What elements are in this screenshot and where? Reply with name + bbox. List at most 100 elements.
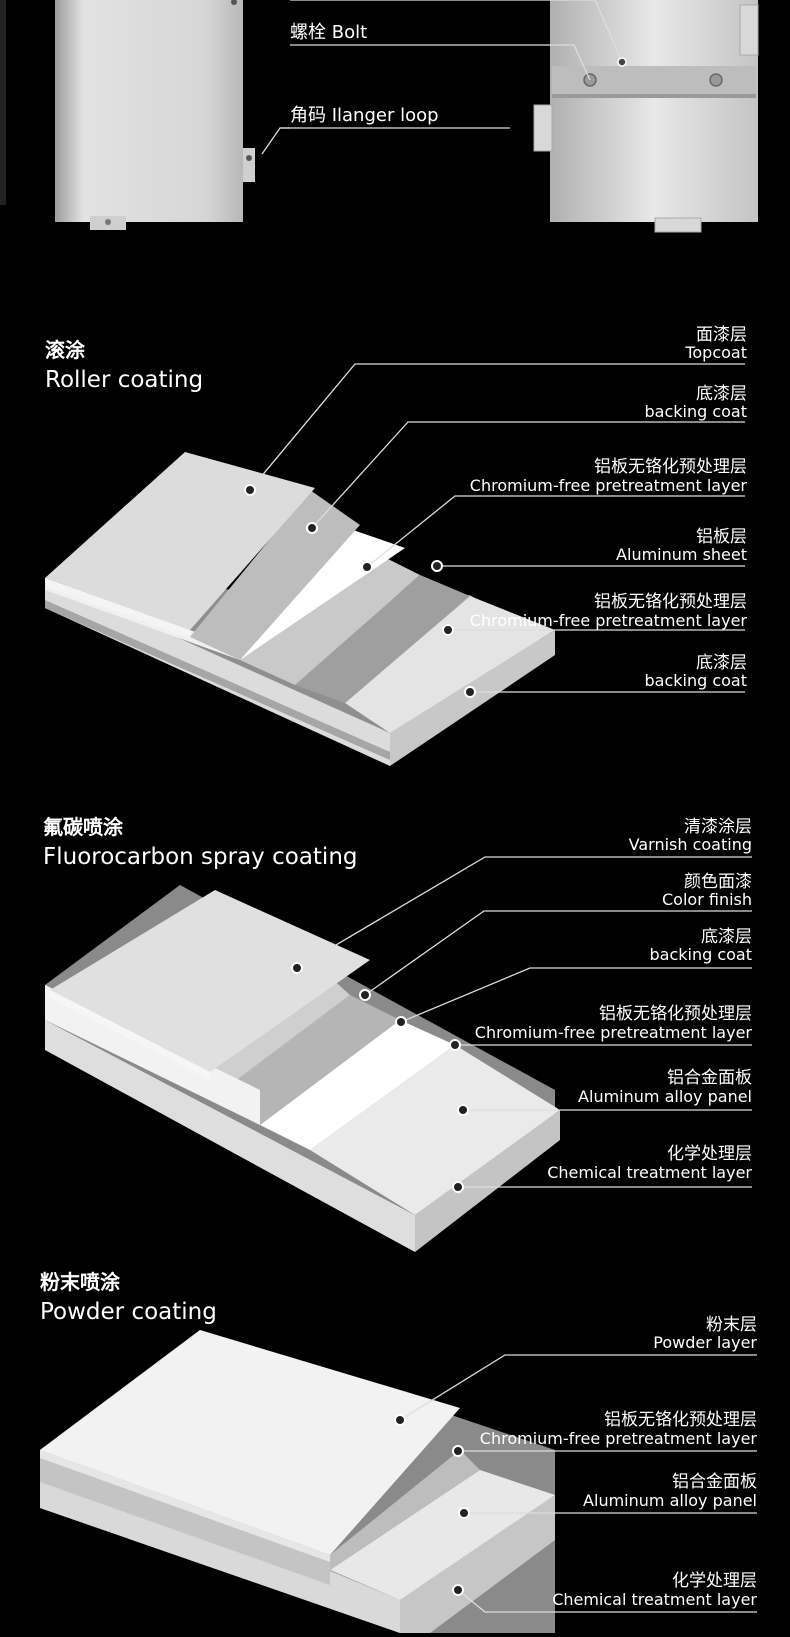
powder-leader-powder — [399, 1354, 757, 1421]
bolt-right — [709, 73, 723, 87]
roller-dot-6 — [464, 686, 476, 698]
powder-label-en-1: Chromium-free pretreatment layer — [480, 1429, 758, 1448]
powder-title-cn: 粉末喷涂 — [40, 1270, 121, 1294]
fluoro-label-cn-1: 颜色面漆 — [684, 872, 752, 892]
roller-slab-stripe — [45, 600, 390, 760]
panel-illustration: 螺栓 Bolt 角码 Ilanger loop — [0, 0, 759, 233]
roller-layer-topcoat — [45, 452, 315, 630]
roller-label-cn-5: 底漆层 — [696, 653, 747, 673]
powder-layer-powder — [40, 1330, 460, 1555]
powder-label-cn-3: 化学处理层 — [672, 1571, 757, 1591]
fluoro-dot-1 — [291, 962, 303, 974]
fluoro-label-cn-4: 铝合金面板 — [667, 1068, 752, 1088]
side-hanger-tab — [243, 148, 255, 182]
top-rivet — [231, 0, 237, 5]
powder-label-cn-1: 铝板无铬化预处理层 — [604, 1410, 757, 1430]
roller-label-en-1: backing coat — [644, 402, 747, 421]
roller-dot-5 — [442, 624, 454, 636]
roller-slab-side — [390, 630, 555, 766]
fluoro-layer-varnish-edge — [50, 990, 210, 1080]
back-hanger-top — [739, 4, 759, 56]
fluoro-slab-front — [45, 1020, 415, 1252]
roller-label-en-0: Topcoat — [684, 343, 747, 362]
hanger-leader-left — [261, 127, 290, 155]
roller-coating-section: 滚涂 Roller coating 面漆层 Topcoat 底漆层 backin… — [45, 325, 747, 766]
roller-label-en-4: Chromium-free pretreatment layer — [470, 611, 748, 630]
fluoro-slab-side — [415, 1110, 560, 1252]
fluoro-label-en-3: Chromium-free pretreatment layer — [475, 1023, 753, 1042]
roller-leader-topcoat — [249, 363, 745, 491]
bolt-label: 螺栓 Bolt — [290, 22, 367, 43]
powder-dot-4 — [452, 1584, 464, 1596]
fluoro-dot-5 — [457, 1104, 469, 1116]
roller-label-cn-4: 铝板无铬化预处理层 — [594, 592, 747, 612]
rib-leader-diag — [594, 0, 623, 63]
roller-layer-aluminum — [240, 550, 420, 685]
fluoro-layer-alloy — [260, 1020, 455, 1150]
fluoro-label-en-4: Aluminum alloy panel — [578, 1087, 752, 1106]
roller-leader-backing — [311, 421, 745, 529]
fluoro-layer-backing — [200, 968, 350, 1100]
fluoro-leader-backing — [400, 967, 752, 1023]
reinforcing-rib — [552, 66, 756, 94]
roller-layer-topcoat-edge — [45, 578, 190, 638]
fluoro-dot-4 — [449, 1039, 461, 1051]
roller-label-cn-3: 铝板层 — [696, 527, 747, 547]
panel-back-view — [550, 0, 758, 222]
powder-coating-section: 粉末喷涂 Powder coating 粉末层 Powder layer 铝板无… — [40, 1270, 757, 1633]
hanger-loop-label: 角码 Ilanger loop — [290, 105, 439, 126]
roller-dot-4 — [431, 560, 443, 572]
powder-dot-3 — [458, 1507, 470, 1519]
powder-title-en: Powder coating — [40, 1299, 217, 1325]
fluoro-dot-3 — [395, 1016, 407, 1028]
fluoro-label-cn-0: 清漆涂层 — [684, 817, 752, 837]
roller-title-en: Roller coating — [45, 367, 203, 393]
powder-label-en-0: Powder layer — [653, 1333, 757, 1352]
bolt-leader-diag — [573, 44, 591, 81]
powder-layer-chemical — [330, 1470, 555, 1600]
roller-leader-pretreat — [366, 495, 745, 568]
roller-layer-pretreat-bottom — [295, 575, 470, 703]
fluoro-dot-2 — [359, 989, 371, 1001]
roller-label-en-5: backing coat — [644, 671, 747, 690]
fluoro-title-en: Fluorocarbon spray coating — [43, 844, 358, 870]
fluoro-label-en-5: Chemical treatment layer — [547, 1163, 752, 1182]
fluoro-leader-color — [364, 910, 752, 996]
roller-dot-3 — [361, 561, 373, 573]
roller-label-en-2: Chromium-free pretreatment layer — [470, 476, 748, 495]
fluoro-label-cn-5: 化学处理层 — [667, 1144, 752, 1164]
fluoro-label-cn-2: 底漆层 — [701, 927, 752, 947]
powder-label-cn-0: 粉末层 — [706, 1315, 757, 1335]
fluoro-label-en-0: Varnish coating — [629, 835, 752, 854]
bottom-hanger-hole — [105, 219, 111, 225]
powder-dot-1 — [394, 1414, 406, 1426]
powder-label-cn-2: 铝合金面板 — [672, 1472, 757, 1492]
powder-label-en-2: Aluminum alloy panel — [583, 1491, 757, 1510]
roller-label-cn-1: 底漆层 — [696, 384, 747, 404]
fluoro-layer-varnish — [50, 890, 370, 1072]
back-hanger-bottom — [654, 217, 702, 233]
back-hanger-left — [533, 104, 553, 152]
powder-slab-side — [400, 1495, 555, 1633]
fluoro-dot-6 — [452, 1181, 464, 1193]
fluoro-label-en-2: backing coat — [649, 945, 752, 964]
rib-dot — [617, 57, 627, 67]
roller-label-cn-2: 铝板无铬化预处理层 — [594, 457, 747, 477]
powder-leader-chemical — [457, 1589, 757, 1613]
roller-label-cn-0: 面漆层 — [696, 325, 747, 345]
powder-dot-2 — [452, 1445, 464, 1457]
roller-label-en-3: Aluminum sheet — [616, 545, 747, 564]
fluoro-title-cn: 氟碳喷涂 — [43, 815, 124, 839]
panel-front-view — [55, 0, 243, 222]
fluorocarbon-section: 氟碳喷涂 Fluorocarbon spray coating 清漆涂层 Var… — [43, 815, 752, 1252]
powder-label-en-3: Chemical treatment layer — [552, 1590, 757, 1609]
roller-layer-backing-top — [190, 490, 360, 660]
fluoro-leader-varnish — [296, 856, 752, 969]
side-hanger-hole — [246, 155, 252, 161]
powder-layer-pretreat — [330, 1450, 480, 1570]
roller-title-cn: 滚涂 — [45, 338, 86, 362]
powder-layer-powder-edge — [40, 1450, 330, 1562]
fluoro-label-cn-3: 铝板无铬化预处理层 — [599, 1004, 752, 1024]
